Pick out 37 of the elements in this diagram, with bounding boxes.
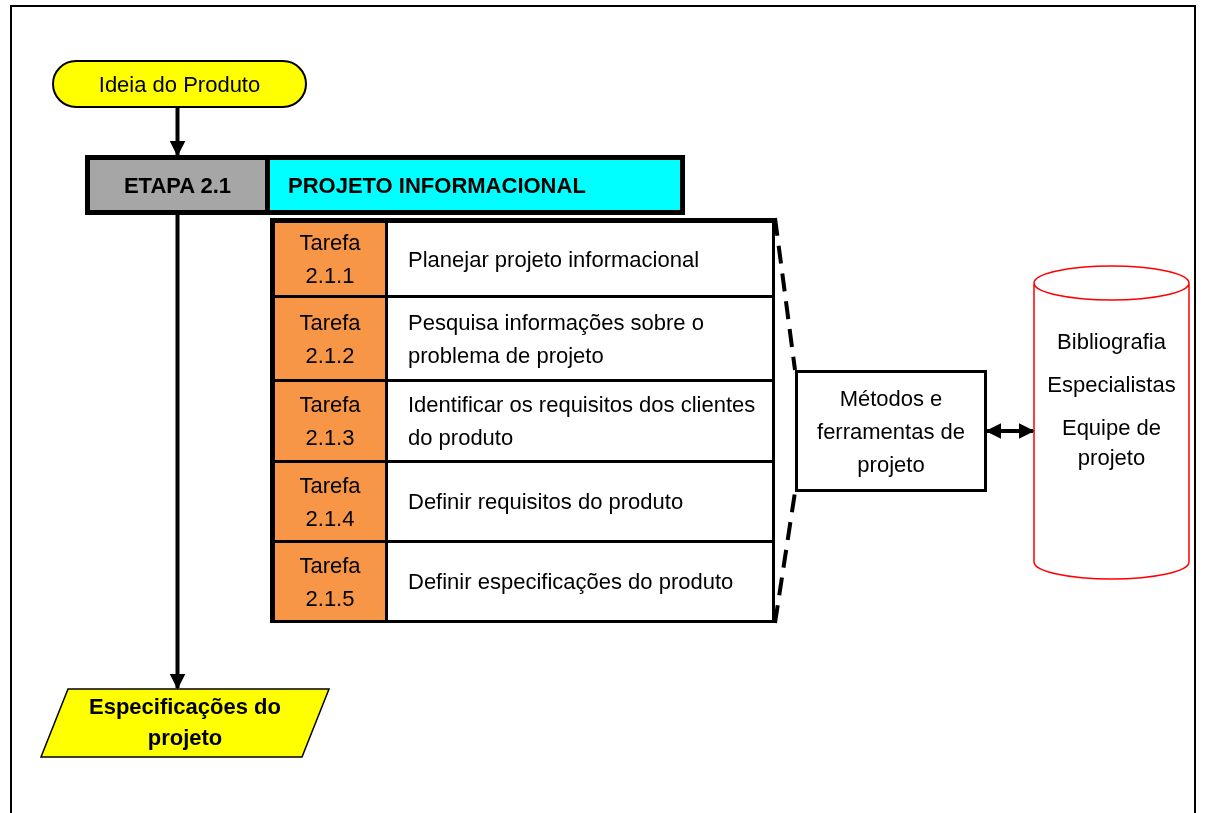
phase-title-box <box>270 155 685 215</box>
node-text: Definir especificações do produto <box>408 568 735 596</box>
task-description-cell <box>388 218 775 298</box>
task-number-cell <box>270 298 388 382</box>
resources-cylinder <box>1033 265 1190 580</box>
node-text: Definir requisitos do produto <box>408 488 685 516</box>
node-text: Planejar projeto informacional <box>408 245 701 274</box>
node-text: Tarefa 2.1.4 <box>298 471 362 533</box>
node-text: Tarefa 2.1.3 <box>298 391 362 452</box>
node-text: PROJETO INFORMACIONAL <box>288 171 587 200</box>
node-text: Especificações do projeto <box>88 693 282 752</box>
task-description-cell <box>388 463 775 543</box>
start-terminal <box>52 60 307 108</box>
node-text: Métodos e ferramentas de projeto <box>816 384 966 479</box>
arrow <box>169 108 186 157</box>
methods-box <box>795 370 987 492</box>
task-description-cell <box>388 382 775 463</box>
output-parallelogram <box>40 688 330 758</box>
node-text: Identificar os requisitos dos clientes do produto <box>408 391 757 452</box>
node-text: Equipe de projeto <box>1060 413 1163 473</box>
node-text: Tarefa 2.1.5 <box>298 551 362 613</box>
node-text: Tarefa 2.1.2 <box>298 308 362 370</box>
task-number-cell <box>270 382 388 463</box>
node-text: ETAPA 2.1 <box>122 171 233 200</box>
task-number-cell <box>270 463 388 543</box>
node-text: Ideia do Produto <box>97 70 262 99</box>
arrow <box>985 423 1035 439</box>
task-description-cell <box>388 543 775 623</box>
task-description-cell <box>388 298 775 382</box>
stage-label-box <box>85 155 270 215</box>
node-text: Pesquisa informações sobre o problema de projeto <box>408 308 705 370</box>
node-text: Especialistas <box>1046 370 1177 399</box>
task-number-cell <box>270 543 388 623</box>
node-text: Tarefa 2.1.1 <box>298 229 362 290</box>
arrow <box>169 215 186 690</box>
node-text: Bibliografia <box>1056 328 1167 356</box>
task-number-cell <box>270 218 388 298</box>
